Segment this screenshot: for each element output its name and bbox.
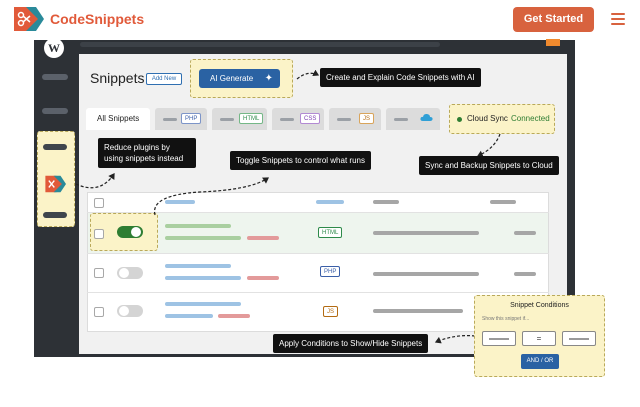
js-badge: JS [359,113,375,124]
snippet-toggle-off[interactable] [117,267,143,279]
cloud-sync-status: Connected [511,114,550,123]
column-header-tags[interactable] [490,200,516,204]
php-badge: PHP [181,113,202,124]
condition-field-right[interactable] [562,331,596,346]
notification-badge [546,39,560,46]
top-nav: CodeSnippets Get Started [0,0,640,40]
snippet-description [165,314,213,318]
and-or-button[interactable]: AND / OR [521,354,559,369]
page-title: Snippets [90,70,145,86]
snippet-description [165,236,241,240]
html-badge: HTML [239,113,264,124]
sidebar-item[interactable] [43,212,67,218]
menu-icon[interactable] [611,13,625,25]
snippet-tag[interactable] [247,276,279,280]
brand-name[interactable]: CodeSnippets [50,11,145,27]
sparkle-icon: ✦ [264,73,273,84]
condition-operator[interactable]: = [522,331,556,346]
status-dot [457,117,462,122]
conditions-title: Snippet Conditions [510,302,569,309]
codesnippets-logo-icon[interactable] [12,5,44,33]
add-new-button[interactable]: Add New [146,73,182,85]
sidebar-snippets-highlight[interactable] [37,131,75,227]
row-description [373,231,479,235]
sidebar-item[interactable] [42,74,68,80]
row-meta [514,272,536,276]
codesnippets-sidebar-icon[interactable] [44,174,66,194]
callout-conditions: Apply Conditions to Show/Hide Snippets [273,334,429,353]
snippet-description [165,276,241,280]
wordpress-icon: W [44,38,64,58]
callout-ai: Create and Explain Code Snippets with AI [320,68,481,87]
row-checkbox[interactable] [94,268,104,278]
row-description [373,272,479,276]
column-header-type[interactable] [316,200,344,204]
row-meta [514,231,536,235]
sidebar-item[interactable] [42,108,68,114]
tab-html[interactable]: HTML [212,108,267,130]
snippet-name[interactable] [165,224,231,228]
php-tag: PHP [320,266,341,277]
row-checkbox[interactable] [94,229,104,239]
tab-all-snippets[interactable]: All Snippets [86,108,150,130]
callout-reduce-plugins: Reduce plugins by using snippets instead [98,138,196,168]
row-checkbox[interactable] [94,307,104,317]
snippet-name[interactable] [165,264,231,268]
sidebar-item[interactable] [43,144,67,150]
tab-label: All Snippets [97,114,140,123]
select-all-checkbox[interactable] [94,198,104,208]
js-tag: JS [323,306,339,317]
callout-sync: Sync and Backup Snippets to Cloud [419,156,559,175]
snippet-toggle-off[interactable] [117,305,143,317]
column-header-name[interactable] [165,200,195,204]
tab-cloud[interactable] [386,108,440,130]
snippet-name[interactable] [165,302,241,306]
callout-toggle: Toggle Snippets to control what runs [230,151,371,170]
cloud-sync-label: Cloud Sync [467,114,508,123]
cloud-icon [420,113,433,121]
tab-js[interactable]: JS [329,108,381,130]
tab-css[interactable]: CSS [272,108,324,130]
ai-generate-label: AI Generate [210,74,254,83]
column-header-desc[interactable] [373,200,399,204]
snippet-tag[interactable] [247,236,279,240]
snippet-tag[interactable] [218,314,250,318]
get-started-button[interactable]: Get Started [513,7,594,32]
conditions-subtitle: Show this snippet if... [482,316,530,322]
condition-field-left[interactable] [482,331,516,346]
ai-generate-button[interactable]: AI Generate ✦ [199,69,280,88]
row-description [373,309,463,313]
css-badge: CSS [300,113,321,124]
tab-php[interactable]: PHP [155,108,207,130]
cloud-sync-highlight [449,104,555,134]
html-tag: HTML [318,227,343,238]
admin-topbar [80,42,440,47]
snippet-toggle-on[interactable] [117,226,143,238]
